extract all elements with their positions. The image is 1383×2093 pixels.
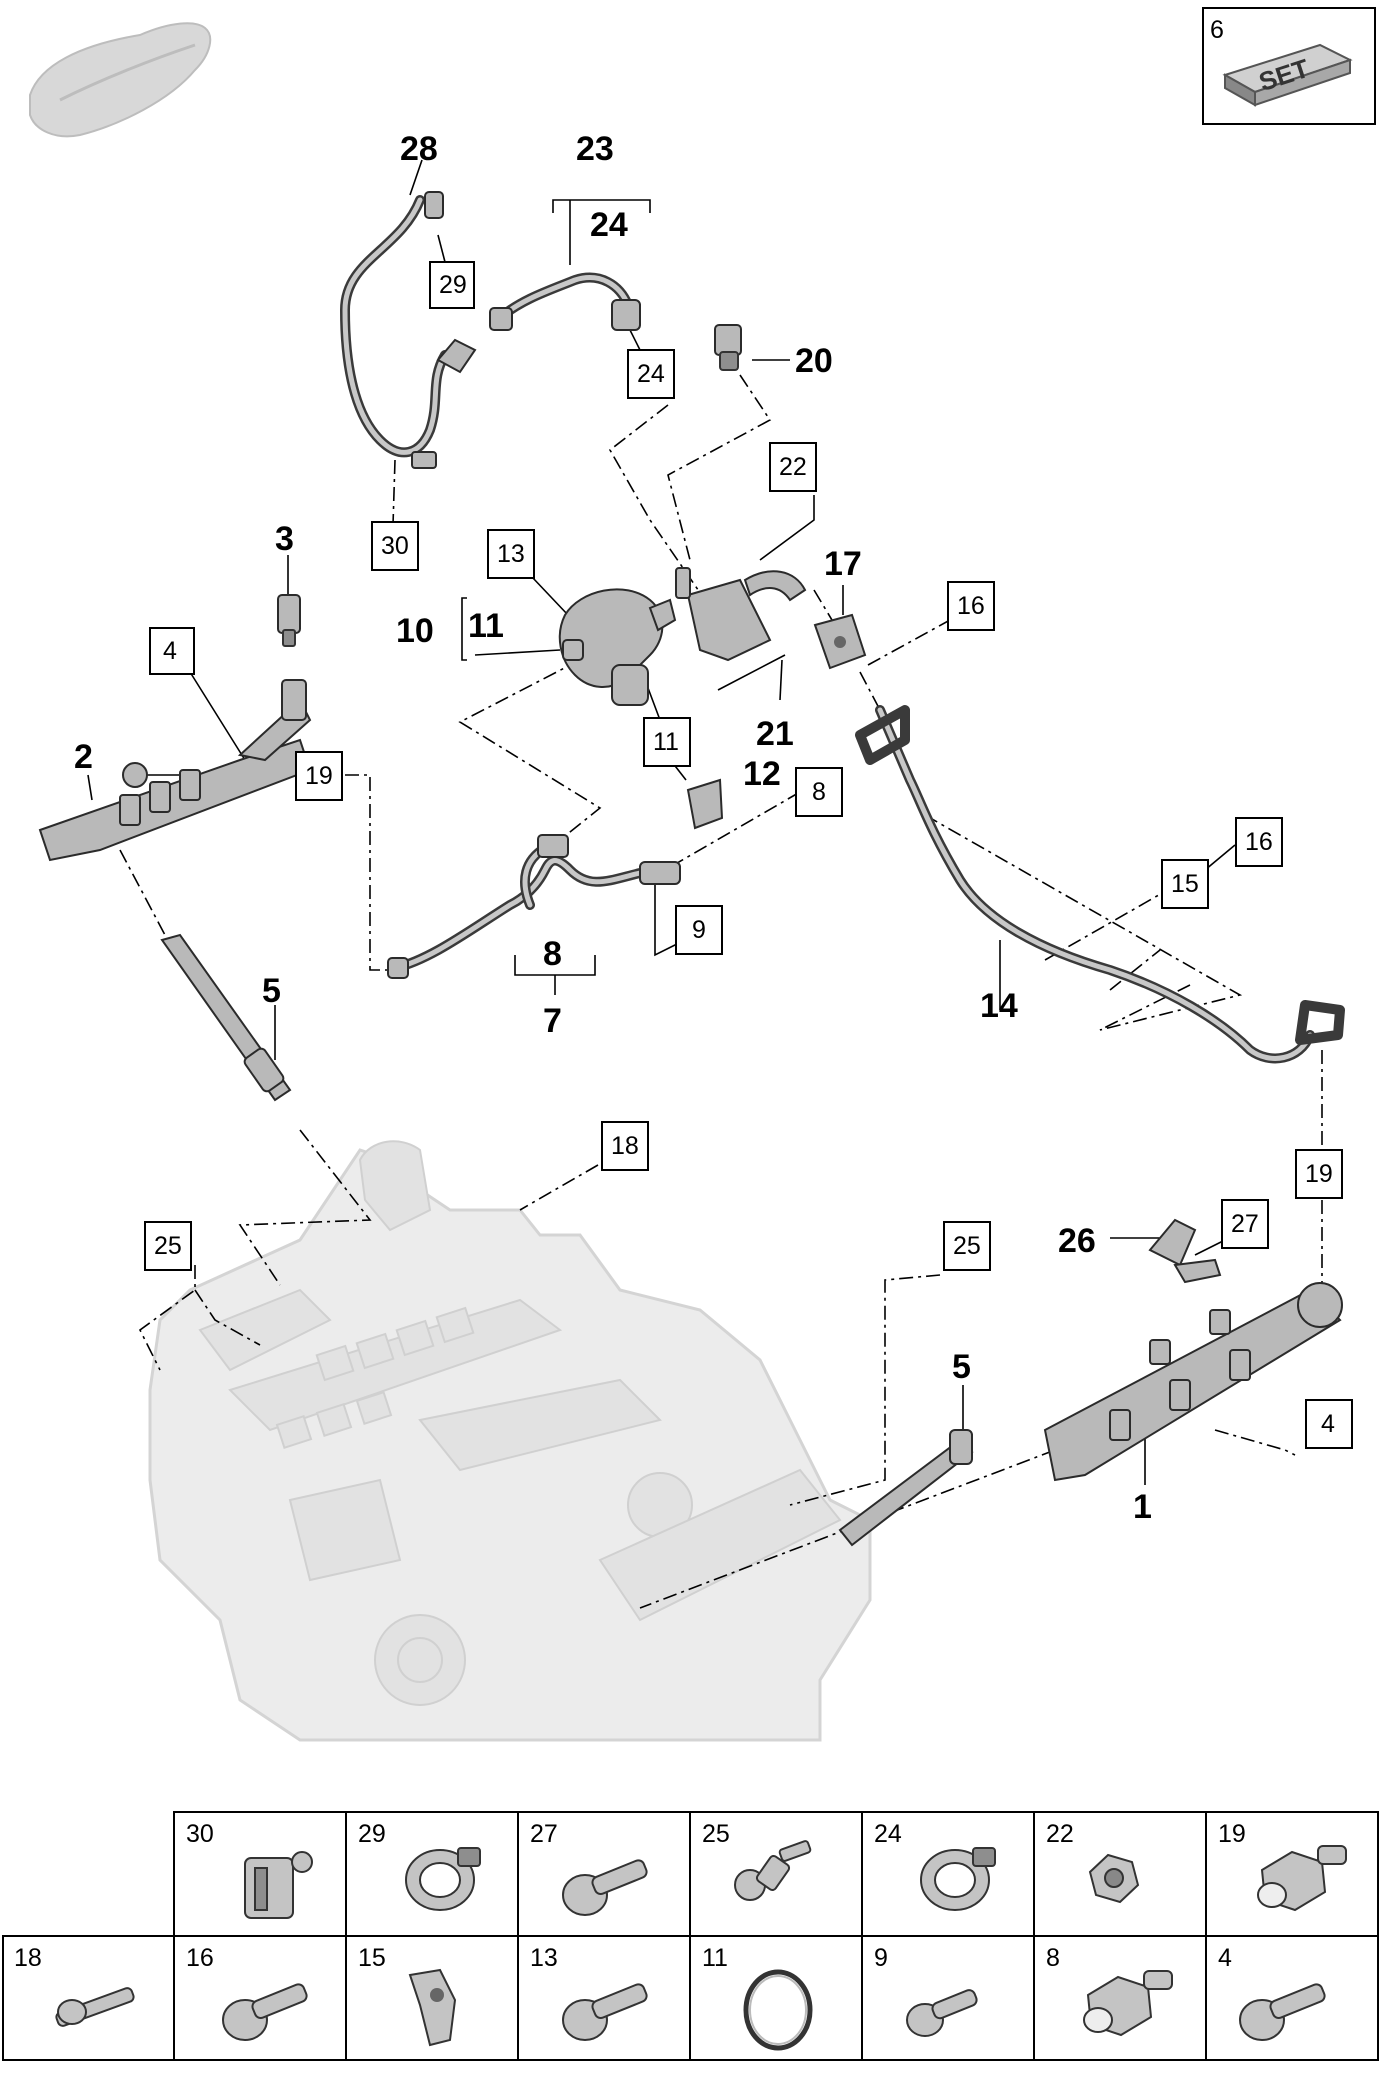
box-label-6: 6 (1210, 16, 1224, 44)
box-label-19-left: 19 (305, 762, 333, 790)
union-thumb (1083, 1970, 1173, 2037)
box-label-15: 15 (1171, 870, 1199, 898)
table-label: 22 (1046, 1820, 1074, 1848)
car-silhouette-icon (29, 22, 212, 138)
box-label-29: 29 (439, 271, 467, 299)
box-label-11: 11 (653, 728, 679, 756)
callout-12: 12 (743, 755, 781, 793)
callout-20: 20 (795, 342, 833, 380)
union-thumb (1257, 1845, 1347, 1912)
callouts: 28 23 24 20 17 3 10 11 21 12 2 8 7 5 14 … (74, 130, 1152, 1526)
callout-21: 21 (756, 715, 794, 753)
table-label: 24 (874, 1820, 902, 1848)
table-row: 18 16 15 13 11 9 8 4 (2, 1935, 1379, 2061)
clip-17 (813, 613, 867, 670)
box-label-8: 8 (812, 778, 826, 806)
callout-1: 1 (1133, 1488, 1152, 1526)
box-label-25-right: 25 (953, 1232, 981, 1260)
fuel-rail-1 (1043, 1282, 1343, 1482)
tappet-12 (686, 778, 724, 830)
table-row: 30 29 27 25 24 22 19 (173, 1811, 1379, 1937)
boxed-callouts: 29 24 22 30 13 16 4 11 19 8 16 15 9 18 1… (144, 261, 1353, 1449)
table-label: 27 (530, 1820, 558, 1848)
callout-24: 24 (590, 206, 628, 244)
table-label: 4 (1218, 1944, 1232, 1972)
callout-5-left: 5 (262, 972, 281, 1010)
set-box-icon: 6 SET (1202, 7, 1376, 125)
callout-10: 10 (396, 612, 434, 650)
table-label: 25 (702, 1820, 730, 1848)
box-label-18: 18 (611, 1132, 639, 1160)
callout-2: 2 (74, 738, 93, 776)
box-label-9: 9 (692, 916, 706, 944)
table-label: 9 (874, 1944, 888, 1972)
table-label: 8 (1046, 1944, 1060, 1972)
bracket-clip-thumb (408, 1968, 457, 2047)
bolt-thumb (1239, 1983, 1326, 2041)
table-label: 30 (186, 1820, 214, 1848)
table-label: 11 (702, 1944, 728, 1972)
callout-11: 11 (468, 607, 504, 645)
pressure-sensor-20 (714, 324, 742, 371)
hose-clamp-thumb (405, 1847, 481, 1911)
fuel-line-7 (387, 834, 681, 979)
fuel-line-23 (489, 272, 641, 331)
pressure-sensor-3 (277, 594, 301, 647)
callout-14: 14 (980, 987, 1018, 1025)
box-label-16-right: 16 (1245, 828, 1273, 856)
box-label-24: 24 (637, 360, 665, 388)
table-label: 13 (530, 1944, 558, 1972)
stud-thumb (55, 1987, 135, 2027)
engine-block-ghost (148, 1140, 872, 1742)
box-label-30: 30 (381, 532, 409, 560)
parts-table: 30 29 27 25 24 22 19 (2, 1811, 1379, 2061)
box-label-13: 13 (497, 540, 525, 568)
callout-23: 23 (576, 130, 614, 168)
table-label: 15 (358, 1944, 386, 1972)
callout-17: 17 (824, 545, 862, 583)
bolt-thumb (222, 1983, 308, 2041)
table-label: 18 (14, 1944, 42, 1972)
box-label-22: 22 (779, 453, 807, 481)
callout-26: 26 (1058, 1222, 1096, 1260)
table-label: 16 (186, 1944, 214, 1972)
ball-stud-thumb (734, 1840, 812, 1901)
bolt-thumb (562, 1859, 648, 1916)
callout-3: 3 (275, 520, 294, 558)
box-label-4-left: 4 (163, 637, 177, 665)
fuel-rail-2 (38, 679, 312, 862)
box-label-4-right: 4 (1321, 1410, 1335, 1438)
high-pressure-pump-10 (558, 588, 677, 706)
box-label-27: 27 (1231, 1210, 1259, 1238)
hose-clamp-thumb (920, 1847, 996, 1911)
nut-thumb (1088, 1853, 1140, 1904)
bracket-26 (1148, 1218, 1222, 1284)
bolt-thumb (906, 1989, 978, 2037)
callout-7: 7 (543, 1002, 562, 1040)
injector-5-left (160, 933, 292, 1102)
return-hose-28 (340, 191, 477, 469)
table-label: 29 (358, 1820, 386, 1848)
bolt-thumb (562, 1983, 648, 2041)
box-label-19-right: 19 (1305, 1160, 1333, 1188)
o-ring-thumb (743, 1969, 813, 2051)
leader-lines (87, 159, 1323, 1609)
bracket-21 (675, 567, 807, 662)
callout-5-right: 5 (952, 1348, 971, 1386)
box-label-25-left: 25 (154, 1232, 182, 1260)
callout-8: 8 (543, 935, 562, 973)
fuel-line-14 (855, 705, 1345, 1064)
table-label: 19 (1218, 1820, 1246, 1848)
callout-28: 28 (400, 130, 438, 168)
injector-5-right (838, 1429, 974, 1547)
box-label-16-top: 16 (957, 592, 985, 620)
clip-thumb (244, 1851, 313, 1919)
